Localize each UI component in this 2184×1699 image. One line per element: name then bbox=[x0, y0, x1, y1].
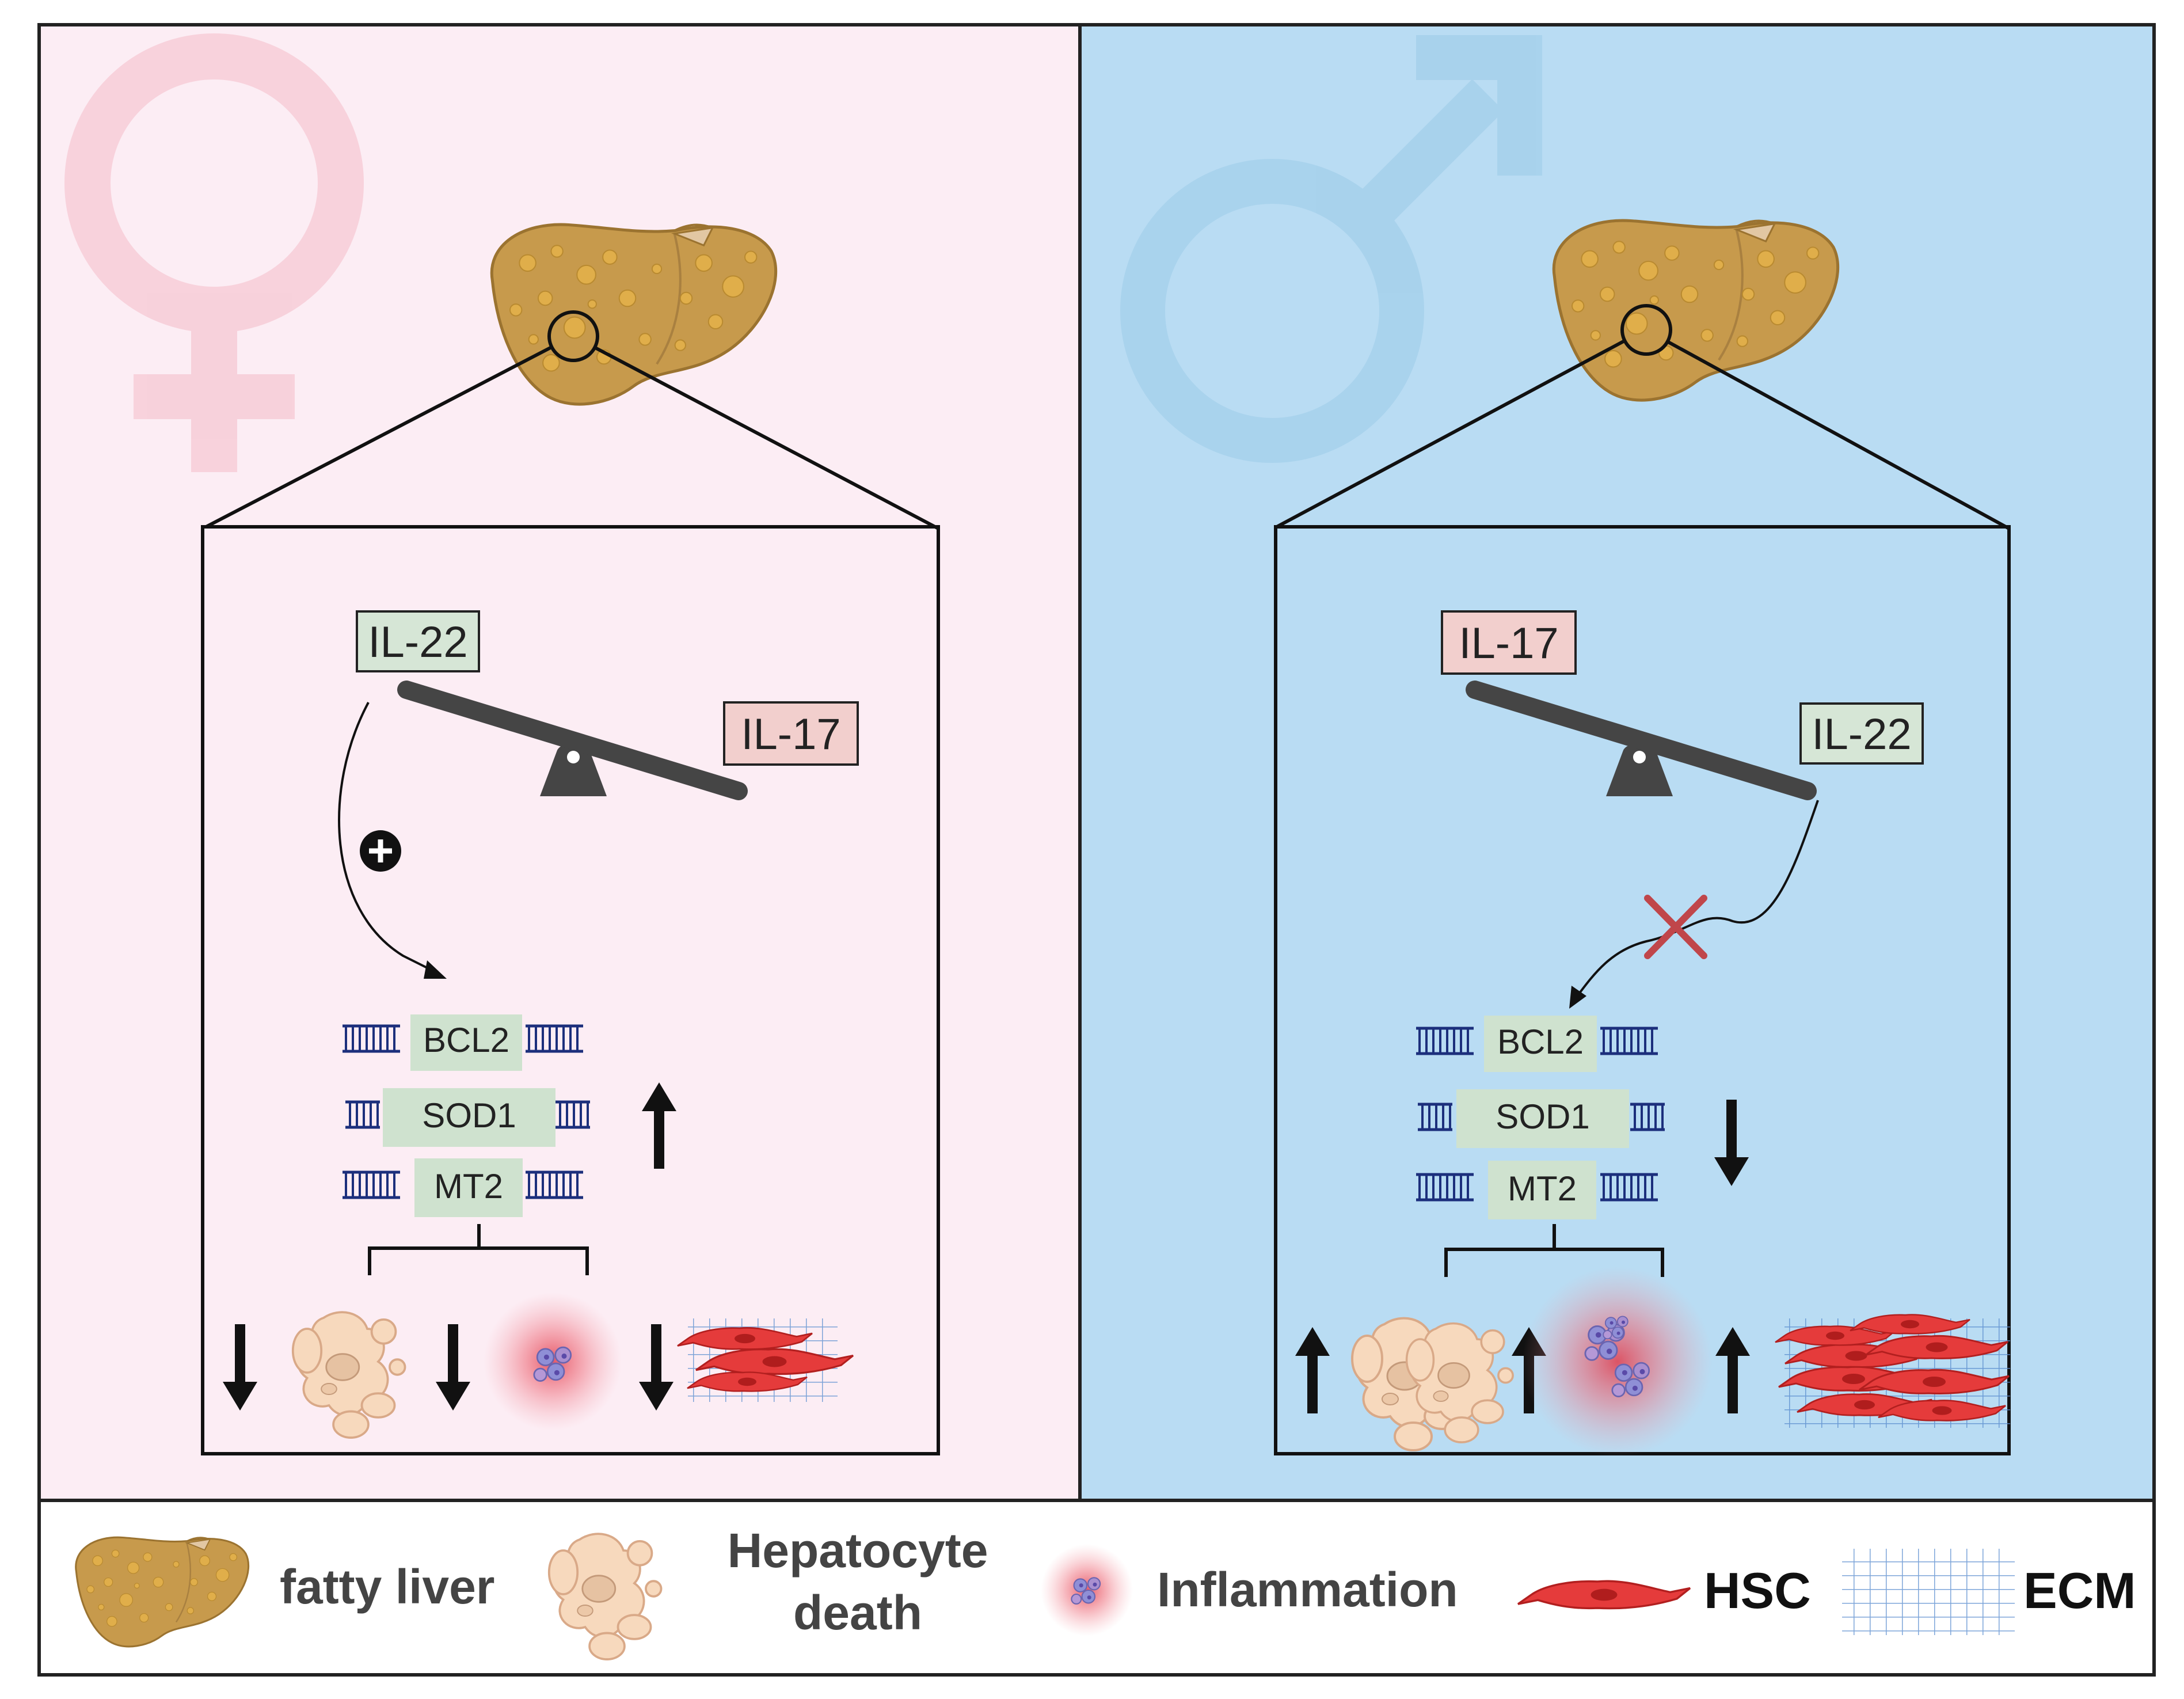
il22-box: IL-22 bbox=[356, 610, 480, 672]
legend-inflammation-label: Inflammation bbox=[1157, 1563, 1458, 1617]
male-symbol-icon bbox=[1120, 35, 1542, 463]
seesaw-male bbox=[1466, 681, 1817, 800]
outcome-bracket-male bbox=[1444, 1224, 1664, 1277]
gene-label-mt2: MT2 bbox=[434, 1167, 503, 1206]
zoom-circle bbox=[547, 310, 599, 362]
blocked-arrow bbox=[1576, 800, 1819, 997]
gene-label-bcl2: BCL2 bbox=[423, 1021, 509, 1059]
legend-hepatocyte-label-1: Hepatocyte bbox=[728, 1523, 988, 1578]
female-panel: IL-22 IL-17 BCL2 SOD1 MT2 bbox=[37, 23, 1082, 1502]
inhibition-x-icon bbox=[1644, 895, 1707, 959]
seesaw bbox=[397, 681, 748, 800]
hsc-ecm-icon bbox=[676, 1318, 854, 1402]
il17-box-male: IL-17 bbox=[1441, 610, 1577, 675]
gene-mt2-male: MT2 bbox=[1416, 1161, 1658, 1219]
legend-hsc-label: HSC bbox=[1704, 1562, 1811, 1619]
legend-fatty-liver-label: fatty liver bbox=[280, 1560, 495, 1614]
zoom-lines-male bbox=[1276, 339, 2010, 530]
legend-ecm-label: ECM bbox=[2023, 1562, 2136, 1619]
hsc-ecm-icon-male bbox=[1774, 1314, 2010, 1428]
legend-hepatocyte-label-2: death bbox=[793, 1586, 922, 1640]
gene-sod1: SOD1 bbox=[345, 1088, 590, 1147]
il17-box: IL-17 bbox=[723, 701, 859, 766]
gene-bcl2: BCL2 bbox=[343, 1014, 583, 1071]
gene-mt2: MT2 bbox=[343, 1158, 583, 1217]
gene-bcl2-male: BCL2 bbox=[1416, 1016, 1658, 1072]
inflammation-icon bbox=[484, 1293, 622, 1431]
male-panel: IL-17 IL-22 BCL2 SOD1 MT2 bbox=[1078, 23, 2156, 1502]
legend: fatty liver Hepatocyte death Inflammatio… bbox=[37, 1499, 2156, 1677]
zoom-inset-box bbox=[201, 525, 940, 1455]
gene-label-sod1-male: SOD1 bbox=[1496, 1097, 1589, 1136]
gene-label-sod1: SOD1 bbox=[422, 1096, 516, 1135]
il22-label-male: IL-22 bbox=[1812, 710, 1911, 759]
zoom-lines bbox=[205, 345, 939, 530]
gene-label-mt2-male: MT2 bbox=[1508, 1169, 1577, 1208]
legend-inflammation-icon bbox=[1041, 1544, 1133, 1636]
seesaw-beam bbox=[397, 681, 748, 800]
gene-label-bcl2-male: BCL2 bbox=[1497, 1023, 1584, 1061]
outcome-bracket bbox=[368, 1224, 589, 1275]
il17-label: IL-17 bbox=[741, 710, 840, 759]
activation-arrow bbox=[338, 702, 438, 974]
gene-sod1-male: SOD1 bbox=[1418, 1089, 1665, 1148]
inflammation-icon-male bbox=[1523, 1267, 1713, 1457]
zoom-circle-male bbox=[1620, 304, 1672, 356]
female-symbol-icon bbox=[64, 33, 364, 472]
il22-label: IL-22 bbox=[368, 618, 467, 667]
plus-circle-icon bbox=[360, 830, 401, 872]
il22-box-male: IL-22 bbox=[1799, 702, 1924, 765]
il17-label-male: IL-17 bbox=[1459, 619, 1558, 668]
legend-ecm-icon bbox=[1842, 1549, 2015, 1635]
seesaw-beam-male bbox=[1466, 681, 1817, 800]
zoom-inset-box-male bbox=[1274, 525, 2011, 1455]
